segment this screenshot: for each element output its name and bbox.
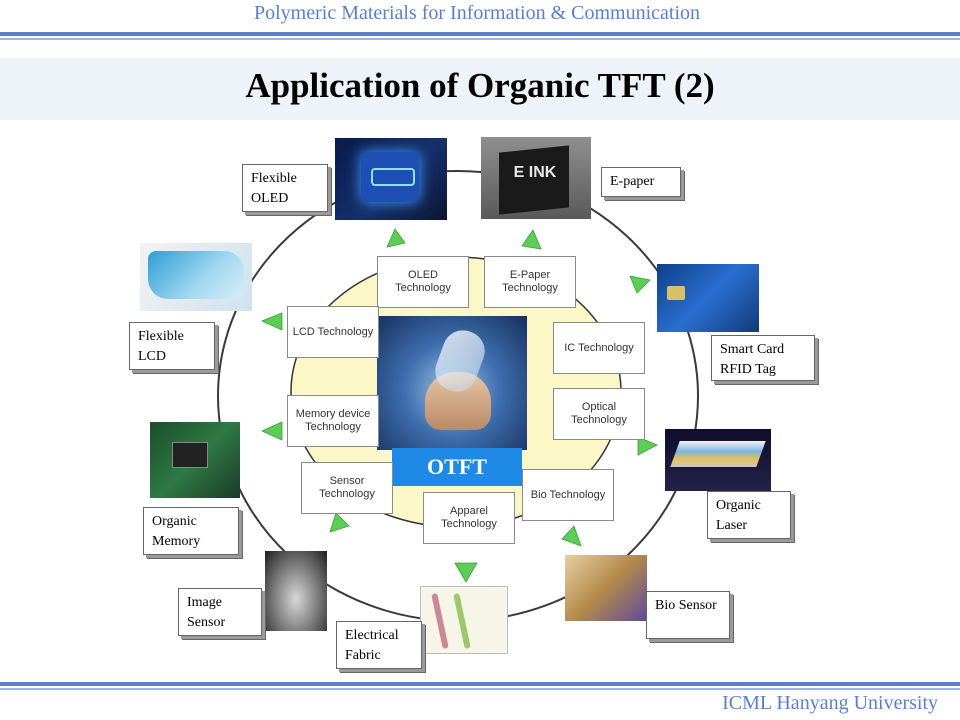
arrow-imagesensor: [329, 512, 350, 533]
tech-bio: Bio Technology: [522, 469, 614, 521]
card-chip: [667, 286, 685, 300]
app-electrical-fabric: Electrical Fabric: [336, 621, 422, 669]
xray-hand-photo: [265, 551, 327, 631]
tech-optical: Optical Technology: [553, 388, 645, 440]
tech-lcd: LCD Technology: [287, 306, 379, 358]
arrow-memory: [261, 421, 283, 441]
tech-apparel: Apparel Technology: [423, 492, 515, 544]
oled-glow: [371, 168, 415, 186]
oled-screen-shape: [361, 152, 419, 202]
organic-laser-photo: [665, 429, 771, 491]
smart-card-photo: [657, 264, 759, 332]
lcd-sheet: [148, 251, 244, 299]
otft-label: OTFT: [392, 448, 522, 486]
course-title: Polymeric Materials for Information & Co…: [253, 2, 700, 24]
tech-oled: OLED Technology: [377, 256, 469, 308]
header-rule-thin: [0, 38, 960, 40]
bio-sensor-photo: [565, 555, 647, 621]
app-image-sensor: Image Sensor: [178, 588, 262, 636]
title-band: [0, 58, 960, 120]
app-organic-memory: Organic Memory: [143, 507, 239, 555]
arrow-epaper: [521, 229, 542, 250]
footer-institution: ICML Hanyang University: [722, 692, 938, 714]
organic-memory-photo: [150, 422, 240, 498]
fabric-strand-2: [453, 592, 471, 650]
footer-rule-thin: [0, 688, 960, 690]
app-organic-laser: Organic Laser: [707, 491, 791, 539]
fabric-strand-1: [431, 592, 449, 650]
arrow-laser: [637, 436, 658, 456]
eink-photo: E INK: [481, 137, 591, 219]
app-smart-card: Smart Card RFID Tag: [711, 335, 815, 381]
arrow-lcd: [260, 312, 283, 331]
tech-ic: IC Technology: [553, 322, 645, 374]
arrow-biosensor: [561, 525, 582, 547]
laser-layers: [670, 441, 766, 467]
flexible-lcd-photo: [140, 243, 252, 311]
app-epaper: E-paper: [601, 167, 681, 197]
center-photo: [377, 316, 527, 450]
electrical-fabric-photo: [420, 586, 508, 654]
header-rule: [0, 32, 960, 36]
memory-chip: [172, 442, 208, 468]
arrow-oled: [386, 228, 406, 248]
slide-title: Application of Organic TFT (2): [245, 66, 715, 105]
tech-epaper: E-Paper Technology: [484, 256, 576, 308]
app-flexible-oled: Flexible OLED: [242, 164, 328, 212]
eink-text: E INK: [513, 164, 557, 181]
tech-sensor: Sensor Technology: [301, 462, 393, 514]
flexible-oled-photo: [335, 138, 447, 220]
arrow-smartcard: [629, 275, 651, 294]
app-flexible-lcd: Flexible LCD: [129, 322, 215, 370]
tech-memory: Memory device Technology: [287, 395, 379, 447]
footer-rule: [0, 682, 960, 686]
app-bio-sensor: Bio Sensor: [646, 591, 730, 639]
arrow-fabric: [454, 562, 478, 583]
